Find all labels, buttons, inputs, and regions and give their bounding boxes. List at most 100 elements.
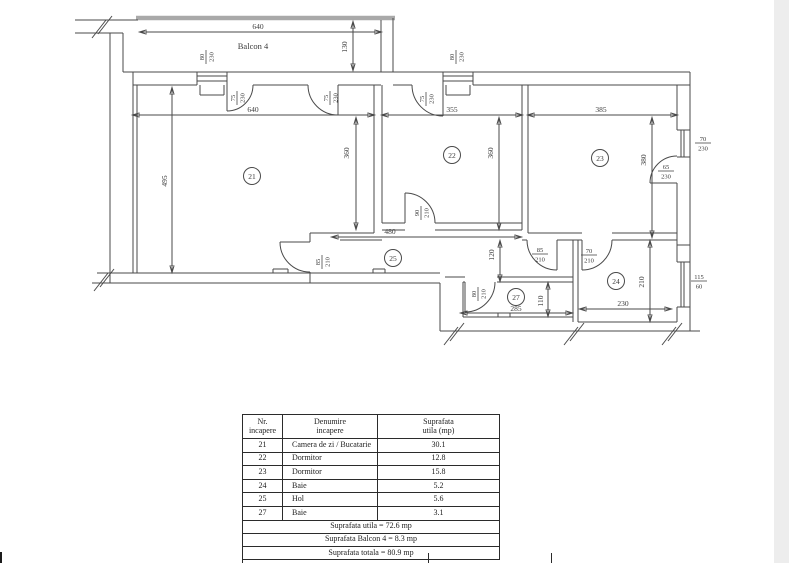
dim-label: 130	[340, 41, 349, 53]
table-cell: 21	[243, 439, 283, 452]
svg-text:23: 23	[596, 154, 604, 163]
door-balcony-1	[226, 84, 254, 112]
table-header-cell: Nr.incapere	[243, 415, 283, 438]
room-number-27: 27	[507, 288, 525, 306]
svg-text:80: 80	[449, 54, 456, 61]
table-summary-row: Suprafata totala = 80.9 mp	[328, 547, 414, 557]
svg-text:24: 24	[612, 277, 620, 286]
svg-text:70: 70	[700, 136, 707, 143]
room-number-24: 24	[607, 272, 625, 290]
balcony-label: Balcon 4	[238, 41, 269, 51]
door-room22-balcony	[411, 84, 444, 117]
svg-text:115: 115	[694, 274, 704, 281]
window-room24-right	[677, 261, 690, 308]
table-cell: 15.8	[431, 467, 446, 477]
svg-text:75: 75	[323, 95, 330, 102]
svg-text:27: 27	[512, 293, 520, 302]
svg-text:75: 75	[230, 95, 237, 102]
wall-break-marks	[91, 15, 683, 346]
svg-text:22: 22	[448, 151, 456, 160]
table-cell: 5.6	[433, 494, 444, 504]
table-cell: Hol	[283, 493, 378, 506]
dim-label: 355	[446, 105, 458, 114]
svg-text:80: 80	[471, 291, 478, 298]
svg-text:230: 230	[459, 52, 466, 62]
dim-label: 640	[252, 22, 264, 31]
dim-label: 480	[384, 227, 396, 236]
window-balcony-left	[196, 72, 228, 96]
table-cell: Baie	[283, 506, 378, 520]
dim-label: 210	[637, 276, 646, 288]
svg-text:60: 60	[696, 284, 703, 291]
svg-text:230: 230	[698, 146, 708, 153]
table-cell: 25	[243, 493, 283, 506]
svg-text:230: 230	[333, 93, 340, 103]
room-number-22: 22	[443, 146, 461, 164]
svg-text:85: 85	[537, 247, 544, 254]
svg-text:230: 230	[429, 94, 436, 104]
dim-label: 285	[510, 304, 522, 313]
table-cell: 22	[243, 452, 283, 466]
svg-text:210: 210	[325, 257, 332, 267]
svg-text:210: 210	[424, 208, 431, 218]
table-cell: 5.2	[433, 480, 444, 490]
dim-label: 380	[639, 154, 648, 166]
door-lobby	[526, 239, 558, 271]
svg-text:210: 210	[584, 258, 594, 265]
dim-label: 640	[247, 105, 259, 114]
door-room21-hall	[279, 241, 311, 273]
dim-label: 110	[536, 295, 545, 306]
table-cell: Camera de zi / Bucatarie	[283, 439, 378, 452]
dimension-lines	[133, 22, 677, 321]
svg-text:80: 80	[199, 54, 206, 61]
room-number-23: 23	[591, 149, 609, 167]
scan-corner-mark	[0, 552, 2, 563]
walls	[75, 15, 700, 332]
scan-edge-band	[774, 0, 789, 563]
table-cell: Baie	[283, 479, 378, 493]
svg-text:210: 210	[535, 257, 545, 264]
dim-label: 360	[486, 147, 495, 159]
table-partial-row	[242, 553, 552, 563]
dim-label: 120	[487, 249, 496, 261]
table-cell: Dormitor	[283, 466, 378, 479]
svg-text:230: 230	[661, 174, 671, 181]
table-cell: 30.1	[431, 439, 446, 449]
table-cell: 24	[243, 479, 283, 493]
svg-text:65: 65	[663, 164, 670, 171]
dim-label: 495	[160, 175, 169, 187]
table-cell: 23	[243, 466, 283, 479]
svg-text:230: 230	[240, 93, 247, 103]
dim-label: 360	[342, 147, 351, 159]
room-number-25: 25	[384, 249, 402, 267]
window-room22	[442, 72, 474, 96]
svg-text:75: 75	[419, 96, 426, 103]
svg-text:210: 210	[481, 289, 488, 299]
svg-text:21: 21	[248, 172, 256, 181]
svg-text:90: 90	[414, 210, 421, 217]
floor-plan-drawing: Balcon 4 640 130 640 355 385 495 360 360…	[75, 15, 711, 346]
door-room22-south	[404, 192, 436, 224]
room-number-21: 21	[243, 167, 261, 185]
table-cell: 3.1	[433, 507, 444, 517]
table-cell: 27	[243, 506, 283, 520]
